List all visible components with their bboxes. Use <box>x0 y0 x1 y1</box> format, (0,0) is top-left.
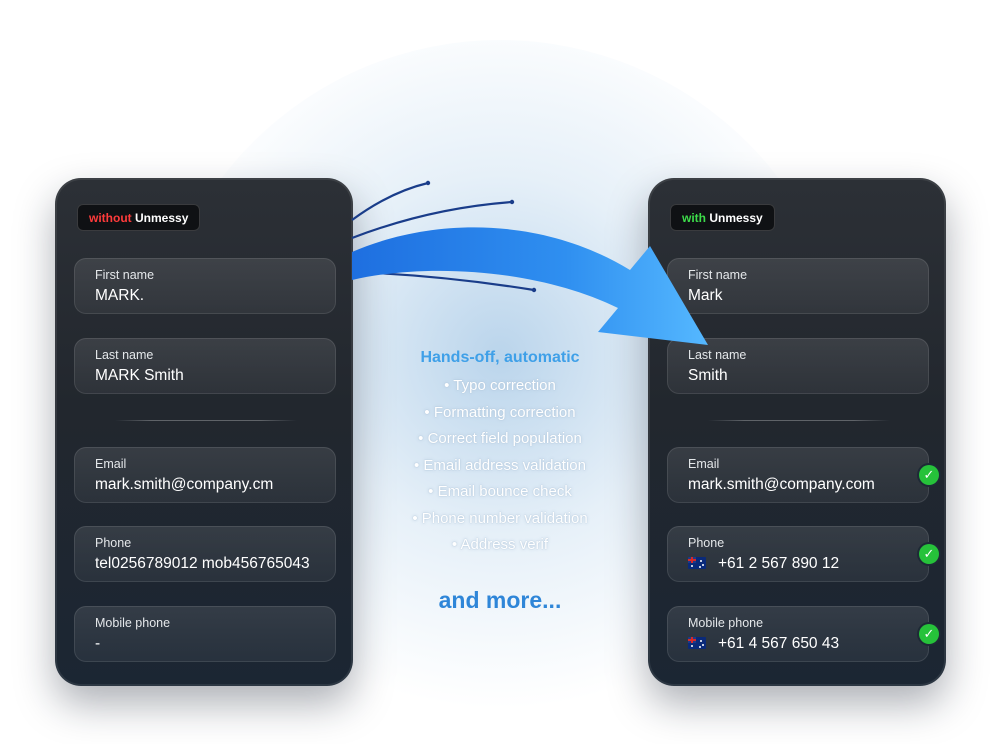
field-value: MARK Smith <box>95 367 184 384</box>
field-value: +61 2 567 890 12 <box>718 555 840 572</box>
phone-field[interactable]: Phone tel0256789012 mob456765043 <box>74 526 336 582</box>
field-value: Mark <box>688 287 723 304</box>
divider <box>708 420 890 421</box>
features-title: Hands-off, automatic <box>420 349 580 366</box>
and-more-text: and more... <box>438 587 562 613</box>
feature-list: • Typo correction • Formatting correctio… <box>380 376 620 562</box>
divider <box>115 420 297 421</box>
list-item: • Email address validation <box>413 456 586 474</box>
field-value: - <box>95 635 101 652</box>
list-item: • Email bounce check <box>428 483 572 500</box>
field-label: First name <box>95 268 155 282</box>
phone-with-unmessy: with Unmessy First name Mark Last name S… <box>648 178 946 686</box>
email-field[interactable]: Email mark.smith@company.cm <box>74 447 336 503</box>
field-value: +61 4 567 650 43 <box>718 635 840 652</box>
field-value: Smith <box>688 367 728 384</box>
list-item: • Correct field population <box>418 430 582 447</box>
field-label: Mobile phone <box>95 616 171 630</box>
field-value: tel0256789012 mob456765043 <box>95 555 310 572</box>
australia-flag-icon <box>688 557 706 569</box>
list-item: • Formatting correction <box>424 403 576 421</box>
field-label: Phone <box>688 536 725 550</box>
field-label: Last name <box>95 348 154 362</box>
field-value: MARK. <box>95 287 145 304</box>
field-label: Last name <box>688 348 747 362</box>
list-item: • Phone number validation <box>412 509 588 527</box>
badge-without-unmessy: without Unmessy <box>77 204 201 231</box>
check-circle-icon: ✓ <box>919 544 939 564</box>
mobile-phone-field[interactable]: Mobile phone - <box>74 606 336 662</box>
list-item: • Typo correction <box>444 377 556 394</box>
badge-prefix: without <box>89 210 132 225</box>
field-label: Mobile phone <box>688 616 764 630</box>
last-name-field[interactable]: Last name MARK Smith <box>74 338 336 394</box>
badge-prefix: with <box>682 210 706 225</box>
field-label: First name <box>688 268 748 282</box>
last-name-field[interactable]: Last name Smith <box>667 338 929 394</box>
field-label: Phone <box>95 536 132 550</box>
australia-flag-icon <box>688 637 706 649</box>
list-item: • Address verif <box>451 536 549 553</box>
field-value: mark.smith@company.com <box>688 476 875 493</box>
first-name-field[interactable]: First name MARK. <box>74 258 336 314</box>
mobile-phone-field[interactable]: Mobile phone +61 4 567 650 43 ✓ <box>667 606 939 662</box>
check-circle-icon: ✓ <box>919 624 939 644</box>
badge-with-unmessy: with Unmessy <box>670 204 775 231</box>
field-value: mark.smith@company.cm <box>95 476 274 493</box>
badge-brand: Unmessy <box>135 210 189 225</box>
first-name-field[interactable]: First name Mark <box>667 258 929 314</box>
field-label: Email <box>688 457 720 471</box>
phone-field[interactable]: Phone +61 2 567 890 12 ✓ <box>667 526 939 582</box>
phone-without-unmessy: without Unmessy First name MARK. Last na… <box>55 178 353 686</box>
field-label: Email <box>95 457 127 471</box>
email-field[interactable]: Email mark.smith@company.com ✓ <box>667 447 939 503</box>
badge-brand: Unmessy <box>709 210 763 225</box>
check-circle-icon: ✓ <box>919 465 939 485</box>
